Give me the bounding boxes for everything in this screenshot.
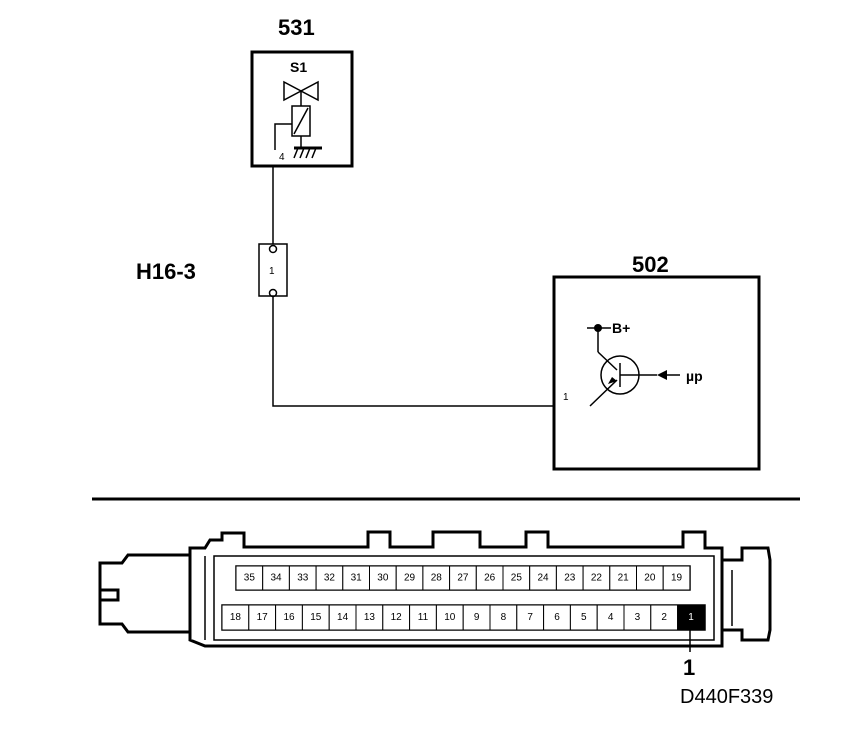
pin-number: 5 (581, 612, 587, 623)
valve-pin-label: 4 (279, 152, 285, 163)
ecu-component-box (552, 275, 761, 471)
pin-cell (422, 565, 451, 591)
pin-number: 10 (444, 612, 456, 623)
pin-number: 30 (377, 573, 389, 584)
pin-number: 31 (351, 573, 363, 584)
pin-row-bottom: 18 17 16 15 14 13 12 11 10 9 8 7 6 5 4 3 2 1 (221, 604, 706, 631)
pin-cell (502, 565, 531, 591)
pin-number: 18 (230, 612, 242, 623)
connector-terminal-top (268, 244, 278, 254)
pin-cell (342, 565, 370, 591)
pin-cell (275, 604, 303, 631)
pin-cell (449, 565, 477, 591)
pin-cell (301, 604, 330, 631)
pin-number: 34 (270, 573, 282, 584)
pin-number: 29 (404, 573, 416, 584)
callout-label: 1 (683, 655, 695, 680)
valve-symbol-icon (283, 80, 319, 106)
pin-number: 16 (283, 612, 295, 623)
pin-number: 21 (618, 573, 630, 584)
pin-number: 12 (391, 612, 403, 623)
pin-cell (288, 565, 317, 591)
pin-number: 6 (554, 612, 560, 623)
pin-number: 15 (310, 612, 322, 623)
pin-cell (662, 565, 691, 591)
pin-number: 19 (671, 573, 683, 584)
ground-icon (293, 136, 322, 159)
pin-number: 23 (564, 573, 576, 584)
pin-cell (516, 604, 545, 631)
pin-number: 7 (527, 612, 533, 623)
pin-cell (623, 604, 652, 631)
wire-segment (272, 297, 590, 407)
pin-cell (609, 565, 637, 591)
valve-ref-label: 531 (278, 15, 315, 40)
pin-number: 26 (484, 573, 496, 584)
pin-cell (543, 604, 571, 631)
pin-number: 4 (608, 612, 614, 623)
pin-cell (235, 565, 264, 591)
ecu-pin-label: 1 (563, 392, 569, 403)
pin-cell (489, 604, 518, 631)
drawing-code: D440F339 (680, 686, 773, 708)
pin-cell (677, 604, 705, 631)
pin-number: 35 (244, 573, 256, 584)
pin-number: 24 (537, 573, 549, 584)
pin-cell (596, 604, 625, 631)
pin-number: 33 (297, 573, 309, 584)
pin-cell (221, 604, 250, 631)
pin-row-top: 35 34 33 32 31 30 29 28 27 26 25 24 23 22 21 20 19 (235, 565, 691, 591)
pin-cell (582, 565, 611, 591)
pin-number: 1 (688, 612, 694, 623)
pin-number: 22 (591, 573, 603, 584)
pin-cell (462, 604, 491, 631)
pin-number: 20 (644, 573, 656, 584)
supply-terminal-icon (587, 324, 611, 352)
pin-number: 8 (501, 612, 507, 623)
valve-s1-label: S1 (290, 59, 307, 75)
pin-cell (529, 565, 557, 591)
arrow-left-icon (657, 370, 667, 380)
pin-cell (555, 565, 584, 591)
pin-number: 32 (324, 573, 336, 584)
pin-number: 14 (337, 612, 349, 623)
pin-number: 2 (661, 612, 667, 623)
ecu-ref-label: 502 (632, 252, 669, 277)
pin-number: 25 (511, 573, 523, 584)
supply-label: B+ (612, 320, 630, 336)
pin-cell (435, 604, 464, 631)
pin-number: 17 (257, 612, 269, 623)
connector-pin-label: 1 (269, 266, 275, 277)
pin-cell (650, 604, 679, 631)
pin-cell (369, 565, 397, 591)
pin-number: 11 (418, 612, 429, 623)
pin-number: 27 (457, 573, 469, 584)
input-label: µp (686, 368, 703, 384)
pin-number: 13 (364, 612, 376, 623)
connector-ref-label: H16-3 (136, 259, 196, 284)
pin-cell (248, 604, 277, 631)
pin-number: 9 (474, 612, 480, 623)
pin-cell (636, 565, 664, 591)
connector-terminal-bottom (268, 288, 278, 298)
pin-number: 3 (635, 612, 641, 623)
transistor-icon (589, 351, 657, 407)
connector-body (98, 530, 772, 648)
pin-number: 28 (431, 573, 443, 584)
